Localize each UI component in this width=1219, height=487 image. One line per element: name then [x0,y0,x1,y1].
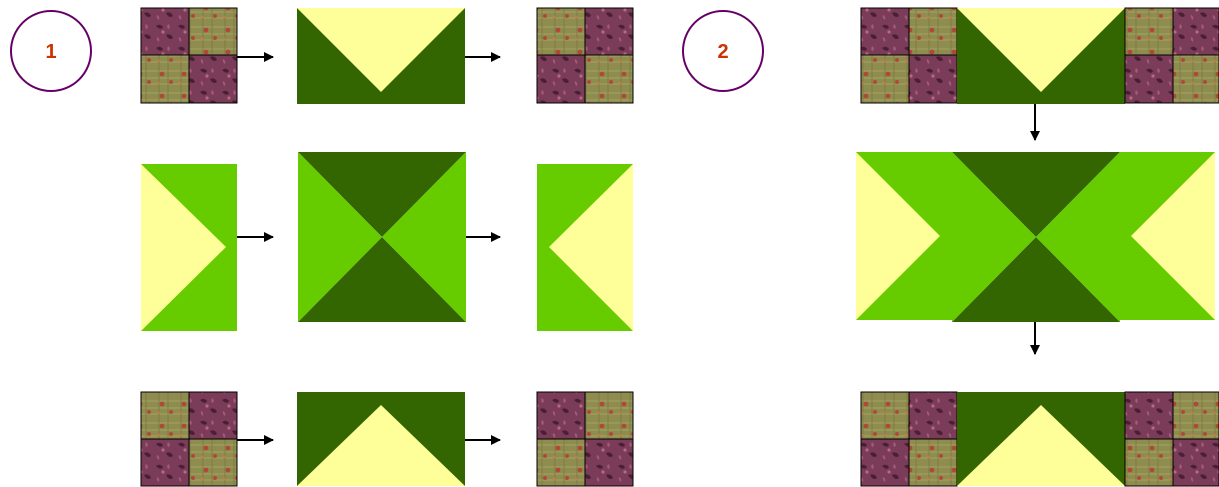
flying-geese-unit-left [141,164,237,331]
four-patch-block-r3-left [141,392,237,486]
four-patch-block-r1-left [141,8,237,103]
flying-geese-unit-right [537,164,633,331]
four-patch-block-r1-right [537,8,633,103]
flying-geese-unit-bottom [297,392,465,486]
assembled-row-middle [856,152,1215,322]
square-in-square-center [298,152,466,322]
assembled-row-bottom [861,392,1219,486]
step-2-number: 2 [717,41,728,63]
assembled-row-top [861,8,1219,104]
flying-geese-unit-top [297,8,465,104]
four-patch-block-r3-right [537,392,633,486]
step-1-number: 1 [45,41,56,63]
